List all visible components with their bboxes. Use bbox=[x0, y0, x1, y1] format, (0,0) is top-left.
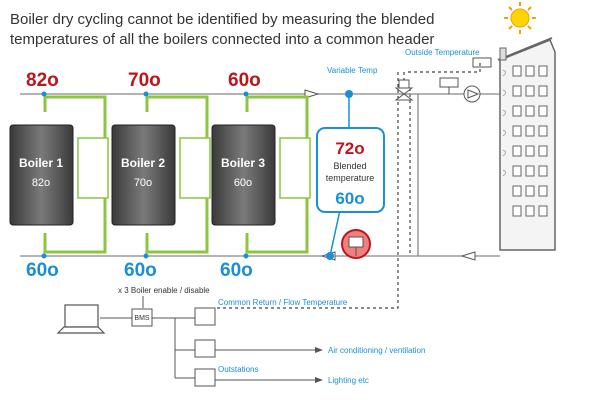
boiler-1-temp: 82o bbox=[32, 177, 50, 189]
boiler-1-flow-temp: 82o bbox=[26, 70, 59, 91]
outstation-box-2 bbox=[194, 339, 216, 358]
outstation-box-3 bbox=[194, 368, 216, 387]
outside-temp-label: Outside Temperature bbox=[405, 48, 480, 57]
controller-card bbox=[179, 137, 211, 199]
boiler-3-temp: 60o bbox=[234, 177, 252, 189]
bms-arrows bbox=[315, 347, 323, 383]
air-con-label: Air conditioning / ventilation bbox=[328, 346, 425, 355]
boiler-3-name: Boiler 3 bbox=[221, 156, 265, 170]
mixing-valve-icon bbox=[394, 79, 414, 101]
boiler-2-name: Boiler 2 bbox=[121, 156, 165, 170]
outstation-box-1 bbox=[194, 307, 216, 326]
actuator-box bbox=[439, 77, 459, 88]
boiler-3 bbox=[211, 91, 311, 259]
common-return-label: Common Return / Flow Temperature bbox=[218, 298, 348, 307]
variable-temp-label: Variable Temp bbox=[327, 66, 378, 75]
blended-temp-box bbox=[316, 127, 385, 213]
building-icon bbox=[497, 37, 556, 251]
laptop-icon bbox=[56, 304, 106, 334]
heading-line-2: temperatures of all the boilers connecte… bbox=[10, 31, 434, 48]
sun-icon bbox=[504, 2, 536, 34]
boiler-1-name: Boiler 1 bbox=[19, 156, 63, 170]
blended-label-2: temperature bbox=[326, 173, 375, 183]
outstations-label: Outstations bbox=[218, 365, 258, 374]
blended-label-1: Blended bbox=[333, 161, 366, 171]
lighting-label: Lighting etc bbox=[328, 376, 369, 385]
bms-label: BMS bbox=[134, 315, 150, 322]
boiler-1-return-temp: 60o bbox=[26, 260, 59, 281]
boiler-2-return-temp: 60o bbox=[124, 260, 157, 281]
controller-card bbox=[77, 137, 109, 199]
outside-temp-sensor bbox=[472, 57, 492, 68]
boiler-2-flow-temp: 70o bbox=[128, 70, 161, 91]
boiler-3-return-temp: 60o bbox=[220, 260, 253, 281]
boiler-1 bbox=[9, 91, 109, 259]
boiler-2 bbox=[111, 91, 211, 259]
controller-card bbox=[279, 137, 311, 199]
pump-icon bbox=[463, 85, 481, 103]
blended-top-temp: 72o bbox=[335, 139, 364, 158]
bms-box bbox=[131, 308, 153, 327]
blended-bottom-temp: 60o bbox=[335, 189, 364, 208]
boiler-2-temp: 70o bbox=[134, 177, 152, 189]
bms-wiring bbox=[100, 296, 315, 381]
boiler-3-flow-temp: 60o bbox=[228, 70, 261, 91]
heading-line-1: Boiler dry cycling cannot be identified … bbox=[10, 11, 434, 28]
enable-label: x 3 Boiler enable / disable bbox=[118, 286, 210, 295]
flow-header bbox=[20, 93, 500, 257]
